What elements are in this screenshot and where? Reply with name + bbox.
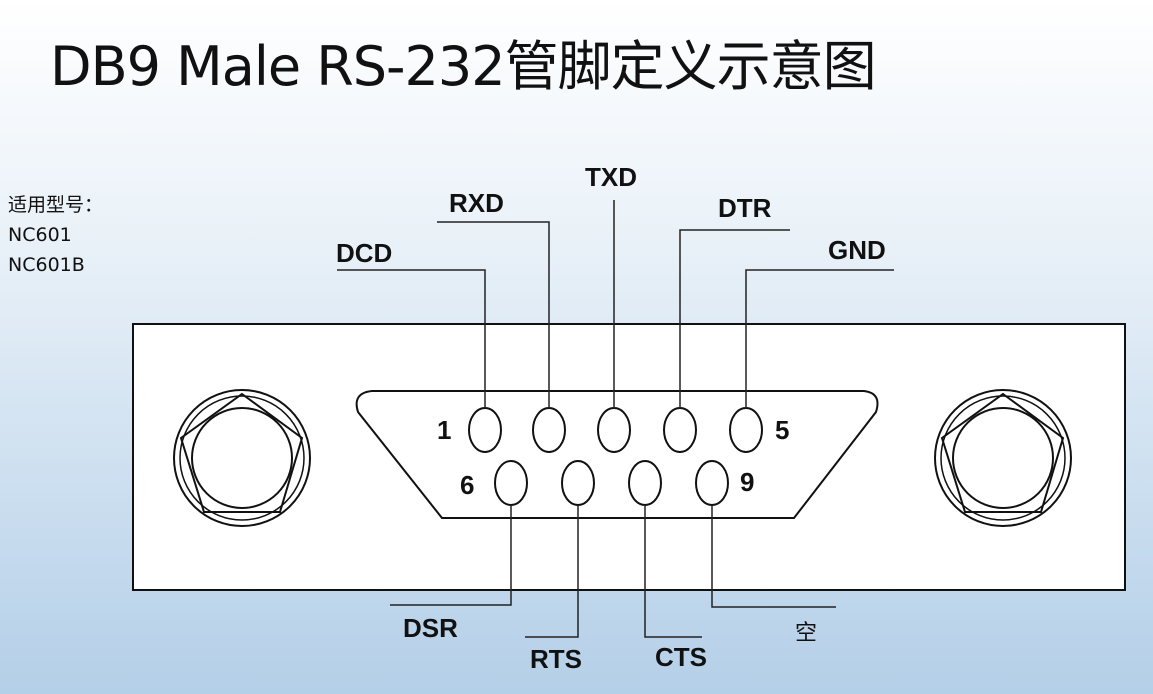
signal-label-gnd: GND: [828, 235, 886, 265]
pin-number-5: 5: [775, 415, 789, 445]
pin-4: [663, 407, 697, 453]
signal-label-txd: TXD: [585, 162, 637, 192]
pin-8: [628, 460, 662, 506]
leader-line-rxd: [437, 221, 550, 408]
signal-label-rts: RTS: [530, 644, 582, 674]
leader-line-gnd: [745, 269, 894, 408]
signal-label-empty: 空: [795, 621, 817, 646]
pin-9: [695, 460, 729, 506]
leader-line-cts: [644, 505, 702, 638]
right-mounting-screw: [934, 389, 1072, 527]
model-item: NC601B: [8, 254, 85, 276]
pin-number-1: 1: [437, 415, 451, 445]
pin-3: [597, 407, 631, 453]
signal-label-dtr: DTR: [718, 193, 772, 223]
pin-6: [494, 460, 528, 506]
leader-line-dcd: [337, 269, 486, 408]
leader-line-empty: [711, 505, 836, 608]
model-list-heading: 适用型号：: [8, 194, 104, 216]
pin-7: [561, 460, 595, 506]
pin-number-6: 6: [460, 470, 474, 500]
signal-label-dsr: DSR: [403, 613, 458, 643]
model-item: NC601: [8, 224, 72, 246]
signal-label-rxd: RXD: [449, 188, 504, 218]
signal-label-dcd: DCD: [336, 238, 392, 268]
leader-line-dtr: [679, 229, 790, 408]
page-title: DB9 Male RS-232管脚定义示意图: [50, 35, 877, 98]
pin-number-9: 9: [740, 467, 754, 497]
pin-2: [532, 407, 566, 453]
model-list: 适用型号： NC601 NC601B: [8, 190, 103, 280]
signal-label-cts: CTS: [655, 642, 707, 672]
pin-5: [729, 407, 763, 453]
pin-1: [468, 407, 502, 453]
leader-line-rts: [525, 505, 579, 638]
leader-line-dsr: [390, 505, 512, 606]
left-mounting-screw: [173, 389, 311, 527]
